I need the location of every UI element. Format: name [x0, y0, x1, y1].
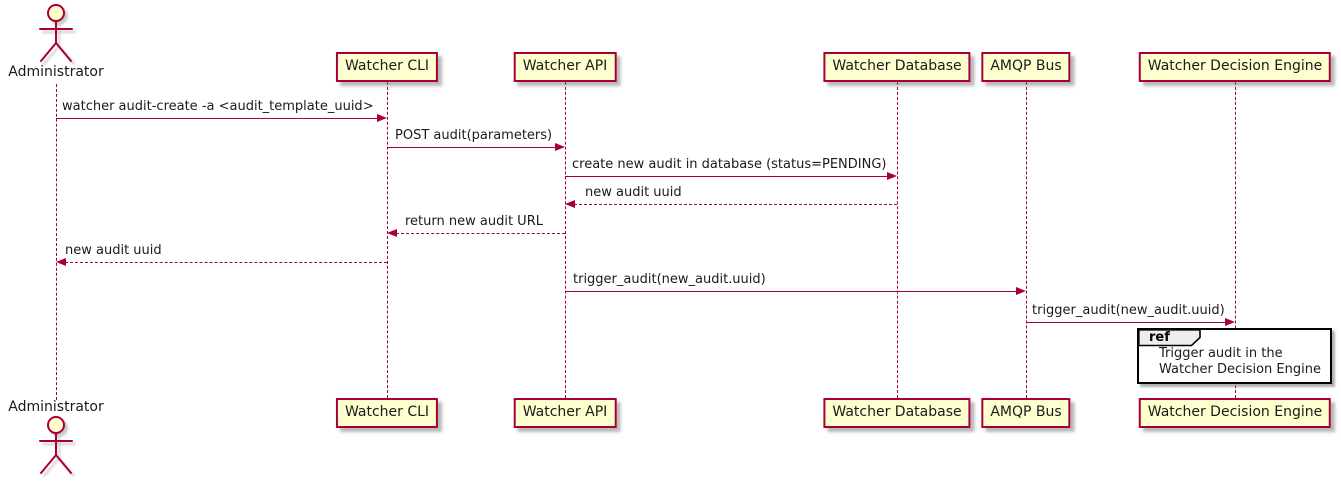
message-line	[1026, 322, 1226, 323]
ref-keyword-shape	[1138, 329, 1201, 347]
message-arrowhead	[1016, 287, 1026, 295]
ref-text-line: Trigger audit in the	[1159, 346, 1283, 361]
participant-amqp-bus-top: AMQP Bus	[981, 52, 1071, 82]
lifeline-watcher-database	[897, 82, 898, 398]
participant-watcher-decision-engine-top: Watcher Decision Engine	[1138, 52, 1332, 82]
message-label: POST audit(parameters)	[395, 128, 553, 143]
participant-watcher-cli-bottom: Watcher CLI	[335, 398, 439, 428]
participant-watcher-cli-top: Watcher CLI	[335, 52, 439, 82]
message-arrowhead	[887, 172, 897, 180]
message-arrowhead	[377, 114, 387, 122]
participant-watcher-api-bottom: Watcher API	[513, 398, 617, 428]
message-line	[565, 176, 888, 177]
actor-label-bottom: Administrator	[8, 399, 104, 415]
message-line	[565, 291, 1017, 292]
message-arrowhead	[1225, 318, 1235, 326]
participant-watcher-api-top: Watcher API	[513, 52, 617, 82]
message-arrowhead	[555, 143, 565, 151]
message-label: new audit uuid	[65, 243, 162, 258]
ref-fragment: ref Trigger audit in the Watcher Decisio…	[1137, 328, 1332, 384]
actor-icon	[39, 416, 73, 474]
message-arrowhead	[565, 200, 575, 208]
lifeline-watcher-cli	[387, 82, 388, 398]
message-label: return new audit URL	[405, 214, 543, 229]
participant-amqp-bus-bottom: AMQP Bus	[981, 398, 1071, 428]
message-label: new audit uuid	[585, 185, 682, 200]
message-label: trigger_audit(new_audit.uuid)	[1032, 303, 1225, 318]
participant-watcher-database-bottom: Watcher Database	[823, 398, 971, 428]
lifeline-amqp-bus	[1026, 82, 1027, 398]
message-arrowhead	[387, 229, 397, 237]
message-line	[56, 118, 378, 119]
actor-label-top: Administrator	[8, 64, 104, 80]
lifeline-watcher-api	[565, 82, 566, 398]
ref-text: Trigger audit in the Watcher Decision En…	[1159, 346, 1321, 378]
participant-watcher-database-top: Watcher Database	[823, 52, 971, 82]
ref-text-line: Watcher Decision Engine	[1159, 362, 1321, 377]
message-label: create new audit in database (status=PEN…	[572, 157, 887, 172]
message-line	[396, 233, 565, 234]
message-line	[574, 204, 897, 205]
actor-icon	[39, 4, 73, 62]
ref-keyword: ref	[1149, 330, 1170, 345]
message-label: watcher audit-create -a <audit_template_…	[62, 99, 374, 114]
lifeline-watcher-decision-engine	[1235, 82, 1236, 398]
message-line	[65, 262, 387, 263]
participant-watcher-decision-engine-bottom: Watcher Decision Engine	[1138, 398, 1332, 428]
message-line	[387, 147, 556, 148]
message-arrowhead	[56, 258, 66, 266]
lifeline-administrator	[56, 84, 57, 400]
message-label: trigger_audit(new_audit.uuid)	[573, 272, 766, 287]
